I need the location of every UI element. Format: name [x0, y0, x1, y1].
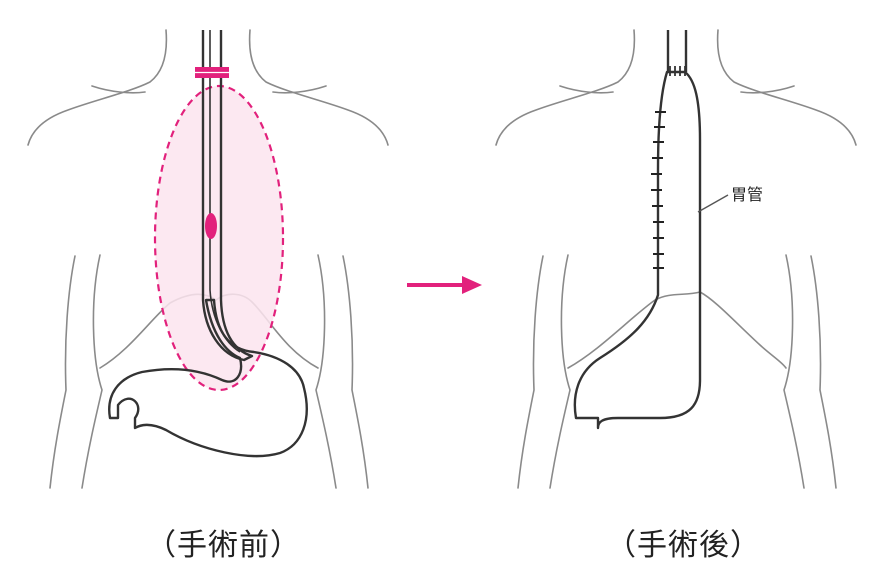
esophagus — [201, 73, 254, 362]
body-outline-right — [495, 29, 857, 489]
before-surgery-figure — [27, 29, 389, 489]
after-surgery-figure: 胃管 — [495, 29, 857, 489]
anastomosis — [669, 66, 686, 76]
label-leader-line — [697, 194, 729, 213]
cervical-esophagus — [666, 30, 688, 72]
gastric-tube — [573, 70, 702, 430]
tumor — [205, 213, 217, 239]
resection-clamp — [195, 67, 229, 78]
after-surgery-caption: （手術後） — [606, 528, 761, 563]
gastric-tube-label: 胃管 — [731, 185, 763, 204]
esophagus-lumen — [209, 30, 241, 353]
resection-area — [153, 84, 285, 392]
transition-arrow — [407, 276, 482, 294]
before-surgery-caption: （手術前） — [146, 528, 301, 563]
stomach — [108, 298, 308, 458]
staple-line — [651, 111, 666, 269]
